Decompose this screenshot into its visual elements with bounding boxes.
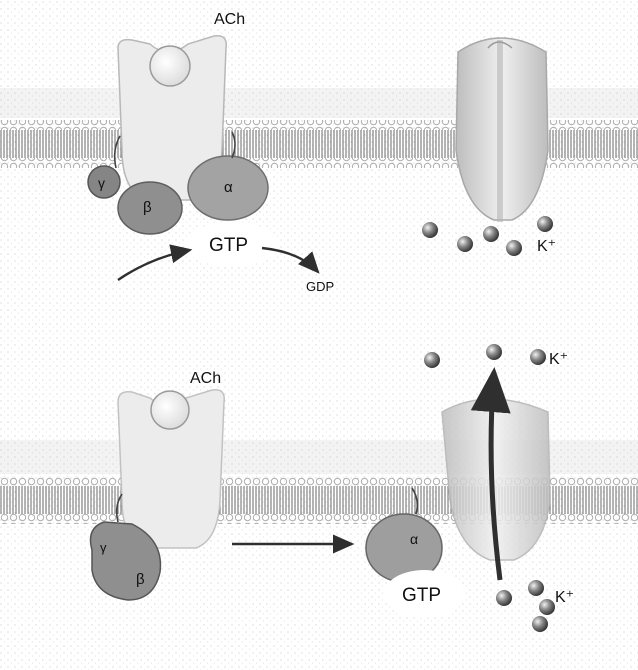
top-ach-label: ACh (214, 11, 245, 28)
k-ion (532, 616, 548, 632)
top-beta-label: β (143, 199, 152, 216)
bottom-alpha-label: α (410, 531, 418, 547)
k-ion (539, 599, 555, 615)
top-channel-closed (456, 38, 548, 222)
k-ion (424, 352, 440, 368)
k-ion (457, 236, 473, 252)
top-gamma-label: γ (98, 175, 105, 191)
k-ion (496, 590, 512, 606)
bottom-gamma-label: γ (100, 540, 107, 555)
k-ion (486, 344, 502, 360)
bottom-ach-label: ACh (190, 370, 221, 387)
k-ion (528, 580, 544, 596)
k-ion (483, 226, 499, 242)
k-ion (530, 349, 546, 365)
k-ion (537, 216, 553, 232)
k-ion (506, 240, 522, 256)
top-ach-ligand (150, 46, 190, 86)
top-gdp-label: GDP (306, 279, 334, 294)
bottom-beta-label: β (136, 571, 145, 588)
top-gtp-label: GTP (209, 235, 248, 256)
top-alpha-label: α (224, 179, 233, 196)
k-ion (422, 222, 438, 238)
top-k-label: K⁺ (537, 238, 556, 255)
bottom-ach-ligand (151, 391, 189, 429)
bottom-k-label-top: K⁺ (549, 351, 568, 368)
bottom-gtp-label: GTP (402, 585, 441, 606)
bottom-k-label-bottom: K⁺ (555, 589, 574, 606)
